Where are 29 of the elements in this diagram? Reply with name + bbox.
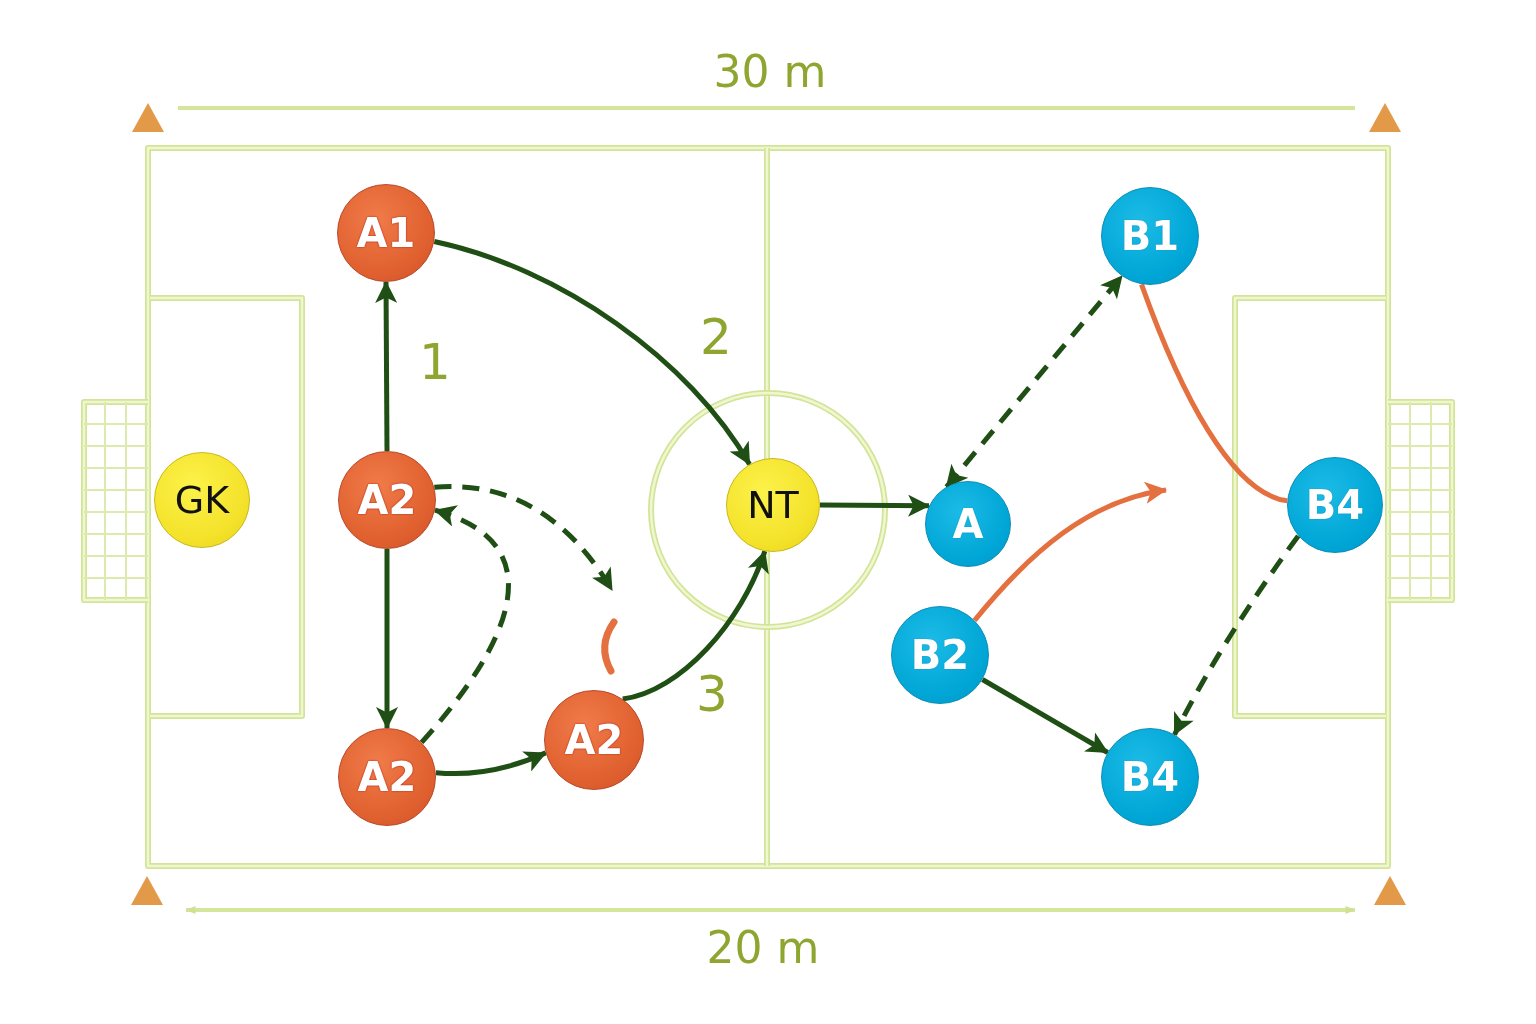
dimension-label: 20 m: [706, 926, 820, 970]
dashed-arrow: [419, 507, 511, 745]
connector-line: [1139, 283, 1288, 504]
arrow: [972, 482, 1168, 622]
callout-number: 2: [700, 312, 732, 362]
callout-number: 1: [419, 337, 451, 387]
arrow: [981, 677, 1109, 755]
player-marker: B4: [1287, 457, 1383, 553]
player-marker: A: [925, 481, 1011, 567]
arrow: [622, 550, 768, 702]
player-marker: B2: [891, 606, 989, 704]
player-marker: A2: [338, 451, 436, 549]
player-marker: A2: [544, 690, 644, 790]
callout-number: 3: [696, 669, 728, 719]
player-marker: NT: [726, 458, 820, 552]
arrow: [376, 549, 398, 730]
player-marker: GK: [154, 452, 250, 548]
dimension-label: 30 m: [713, 50, 827, 94]
player-marker: B1: [1101, 187, 1199, 285]
arrow: [433, 239, 752, 466]
arrow: [435, 750, 547, 777]
player-marker: B4: [1101, 728, 1199, 826]
dashed-arrow: [944, 274, 1124, 489]
player-marker: A2: [338, 728, 436, 826]
dashed-arrow: [1172, 534, 1301, 736]
player-marker: A1: [337, 184, 435, 282]
arrow: [820, 494, 931, 517]
arrow: [375, 280, 398, 451]
dashed-arrow: [434, 484, 615, 592]
